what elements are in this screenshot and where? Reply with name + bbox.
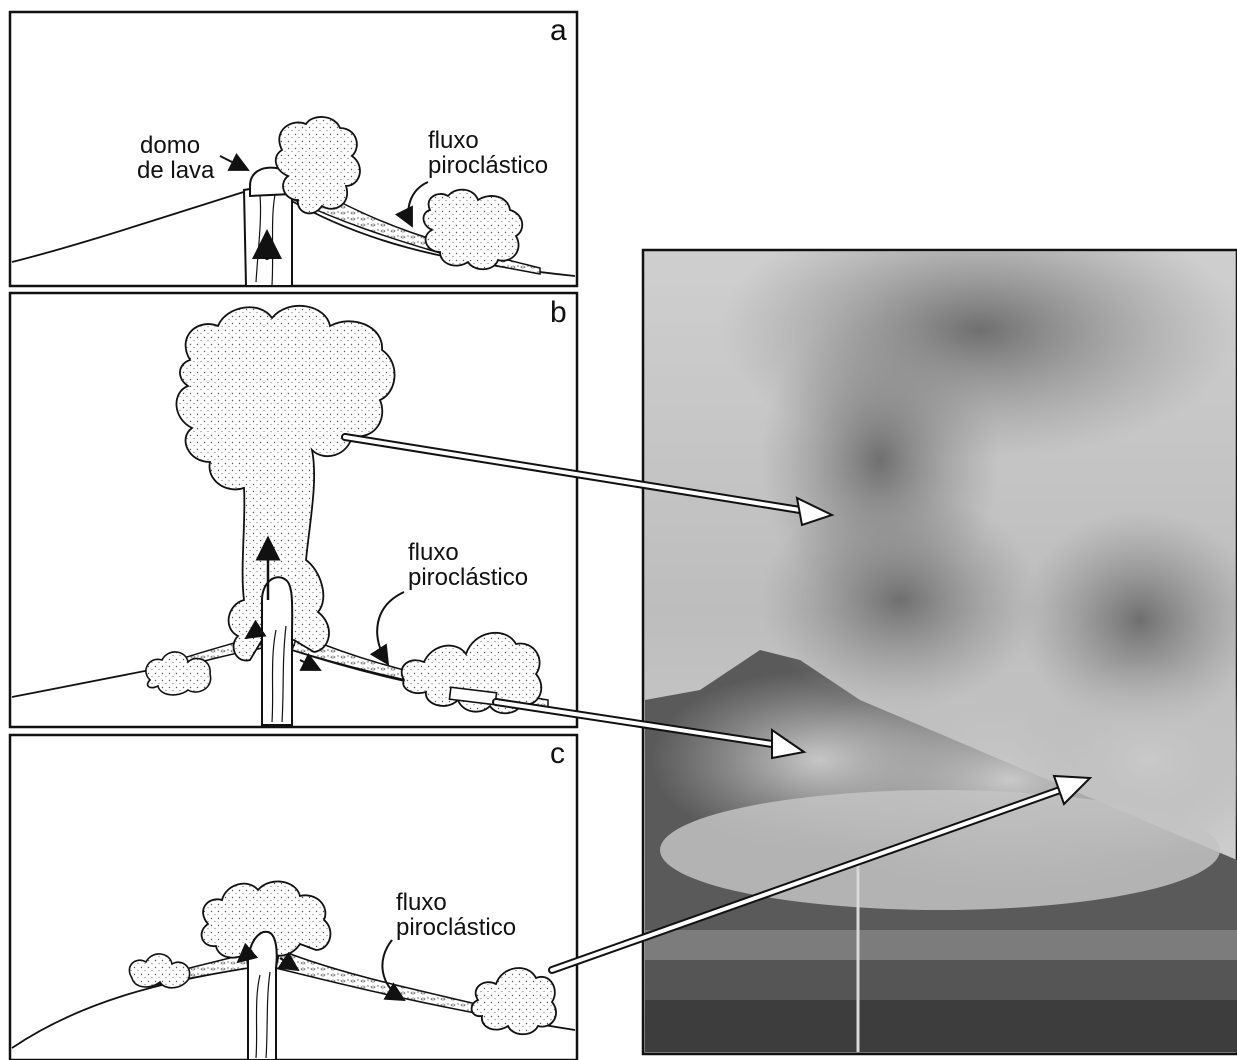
panel-a-label-domo: domo [140, 132, 200, 159]
panel-b-letter: b [550, 296, 567, 329]
panel-a-label-piroclastico: piroclástico [428, 152, 548, 179]
panel-b-label-piroclastico: piroclástico [408, 564, 528, 591]
panel-a-label-fluxo: fluxo [428, 127, 479, 154]
panel-a-letter: a [550, 14, 567, 47]
panel-a: a domo de lava fluxo piroclástico [10, 12, 577, 286]
panel-c-letter: c [550, 737, 565, 770]
panel-b: b fluxo piroclástico [10, 293, 577, 727]
eruption-photograph [643, 200, 1237, 1054]
panel-c-label-fluxo: fluxo [396, 889, 447, 916]
panel-a-label-de-lava: de lava [137, 157, 215, 184]
panel-b-conduit [262, 577, 292, 725]
panel-b-label-fluxo: fluxo [408, 539, 459, 566]
panel-c: c fluxo piroclástico [10, 735, 577, 1060]
panel-c-label-piroclastico: piroclástico [396, 914, 516, 941]
